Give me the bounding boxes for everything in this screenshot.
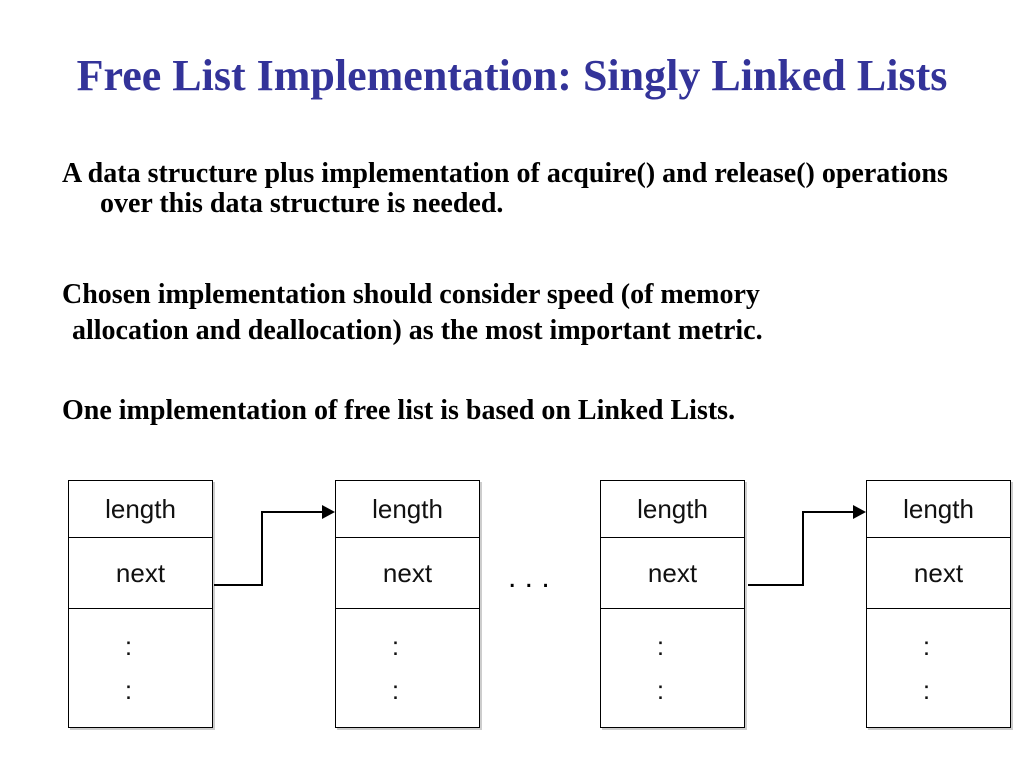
linked-list-node-1: length next : : xyxy=(68,480,213,728)
arrow-node1-to-node2-head xyxy=(322,505,335,519)
arrow-node3-to-node4-line xyxy=(748,511,855,586)
vertical-dots: : xyxy=(391,675,400,705)
node-field-next: next xyxy=(69,538,212,609)
vertical-dots: : xyxy=(922,675,931,705)
body-line-4: allocation and deallocation) as the most… xyxy=(72,315,763,346)
arrow-node3-to-node4-head xyxy=(853,505,866,519)
node-dots: : : xyxy=(589,609,732,727)
node-field-next: next xyxy=(336,538,479,609)
linked-list-node-3: length next : : xyxy=(600,480,745,728)
body-line-1: A data structure plus implementation of … xyxy=(62,158,948,189)
node-dots: : : xyxy=(855,609,998,727)
body-line-5: One implementation of free list is based… xyxy=(62,395,736,426)
node-field-next: next xyxy=(867,538,1010,609)
node-field-next: next xyxy=(601,538,744,609)
slide-title: Free List Implementation: Singly Linked … xyxy=(76,51,948,100)
arrow-node1-to-node2-line xyxy=(214,511,324,586)
node-dots: : : xyxy=(57,609,200,727)
vertical-dots: : xyxy=(656,675,665,705)
node-field-length: length xyxy=(867,481,1010,538)
vertical-dots: : xyxy=(124,631,133,661)
vertical-dots: : xyxy=(922,631,931,661)
vertical-dots: : xyxy=(124,675,133,705)
node-field-length: length xyxy=(601,481,744,538)
linked-list-node-4: length next : : xyxy=(866,480,1011,728)
node-field-length: length xyxy=(336,481,479,538)
vertical-dots: : xyxy=(656,631,665,661)
node-field-length: length xyxy=(69,481,212,538)
ellipsis-between-nodes: . . . xyxy=(508,561,550,594)
body-line-3: Chosen implementation should consider sp… xyxy=(62,279,760,310)
linked-list-node-2: length next : : xyxy=(335,480,480,728)
vertical-dots: : xyxy=(391,631,400,661)
body-line-2: over this data structure is needed. xyxy=(100,188,504,219)
node-dots: : : xyxy=(324,609,467,727)
